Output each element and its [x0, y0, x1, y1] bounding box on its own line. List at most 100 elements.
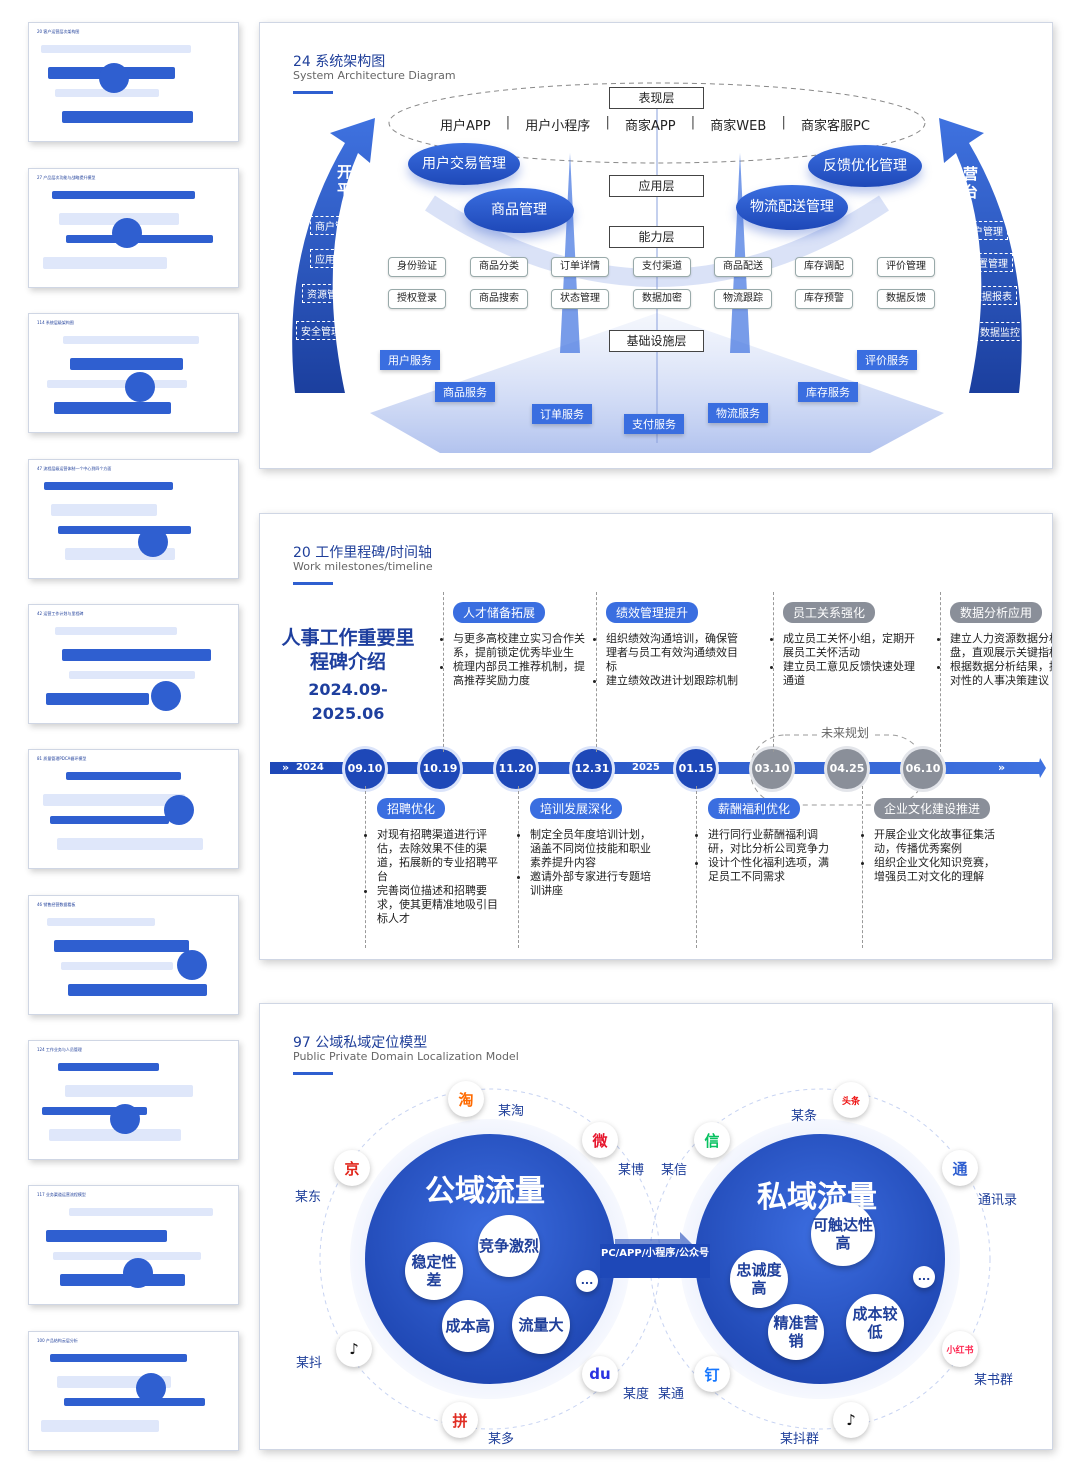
thumb-block [58, 1063, 159, 1071]
thumb-block [61, 962, 173, 970]
slide-thumbnail[interactable]: 47 流程层级运营体制一个中心到四个方面 [28, 459, 239, 579]
slide-thumbnail[interactable]: 46 销售经营数据看板 [28, 895, 239, 1015]
thumb-block [50, 816, 169, 824]
bottom-bullet: 进行同行业薪酬福利调研，对比分析公司竞争力 [708, 828, 834, 856]
thumb-block [57, 838, 203, 850]
module-3: 支付渠道 [633, 257, 691, 277]
contacts-icon[interactable]: 通 [942, 1150, 978, 1186]
slide-thumbnail[interactable]: 42 运营工作计划与里程碑 [28, 604, 239, 724]
channel-bridge: PC/APP/小程序/公众号 [600, 1244, 710, 1278]
bottom-tag-2: 薪酬福利优化 [708, 798, 800, 819]
thumb-block [47, 918, 155, 926]
thumb-block [55, 627, 177, 635]
thumbnail-title: 46 销售经营数据看板 [37, 902, 75, 908]
bottom-bullet: 组织企业文化知识竞赛，增强员工对文化的理解 [874, 856, 1000, 884]
top-bullet: 梳理内部员工推荐机制，提高推荐奖励力度 [453, 660, 589, 688]
right-side-item-1: 配置管理 [963, 253, 1013, 272]
service-2: 订单服务 [532, 404, 592, 424]
thumbnail-title: 114 系统层级架构图 [37, 320, 74, 326]
domain-circles [260, 1004, 1053, 1450]
thumbnail-title: 100 产品结构云层分析 [37, 1338, 78, 1344]
thumb-block [62, 649, 211, 661]
thumbnail-title: 117 业务渠道运营流程模型 [37, 1192, 86, 1198]
private-app-label-2: 通讯录 [978, 1189, 1017, 1208]
module-8: 商品搜索 [470, 289, 528, 309]
bottom-text-1: 制定全员年度培训计划，涵盖不同岗位技能和职业素养提升内容邀请外部专家进行专题培训… [516, 828, 656, 898]
private-app-label-1: 某信 [661, 1159, 687, 1178]
private-app-label-3: 某书群 [974, 1369, 1013, 1388]
xhs-icon[interactable]: 小红书 [942, 1331, 978, 1367]
timeline-slide[interactable]: 20 工作里程碑/时间轴 Work milestones/timeline 人事… [259, 513, 1053, 960]
slide-thumbnail[interactable]: 81 质量管理PDCA循环模型 [28, 749, 239, 869]
thumb-block [47, 380, 187, 388]
timeline-node-0: 09.10 [345, 749, 385, 789]
left-side-item-2: 资源管理 [302, 284, 352, 303]
thumb-block [66, 772, 181, 780]
thumbnail-title: 20 客户运营层次架构图 [37, 29, 79, 35]
public-title: 公域流量 [425, 1166, 545, 1210]
slide-thumbnail[interactable]: 117 业务渠道运营流程模型 [28, 1185, 239, 1305]
slide-thumbnail[interactable]: 20 客户运营层次架构图 [28, 22, 239, 142]
architecture-slide[interactable]: 24 系统架构图 System Architecture Diagram 表现层… [259, 22, 1053, 469]
right-side-item-3: 数据监控 [975, 322, 1025, 341]
top-bullet: 成立员工关怀小组，定期开展员工关怀活动 [783, 632, 919, 660]
pill-logistics: 物流配送管理 [736, 185, 848, 230]
layer-presentation: 表现层 [609, 87, 704, 109]
timeline-node-7: 06.10 [903, 749, 943, 789]
toutiao-icon[interactable]: 头条 [833, 1082, 869, 1118]
slide-thumbnail[interactable]: 124 工作业务与人员管理 [28, 1040, 239, 1160]
jd-icon[interactable]: 京 [334, 1150, 370, 1186]
more-indicator-0: ... [576, 1270, 598, 1292]
frontend-item: 商家APP [625, 115, 676, 135]
thumb-block [68, 984, 207, 996]
thumb-block [69, 671, 195, 679]
slide-thumbnail[interactable]: 100 产品结构云层分析 [28, 1331, 239, 1451]
thumb-accent [112, 218, 142, 248]
frontend-item: 商家WEB [710, 115, 766, 135]
slide-thumbnail[interactable]: 114 系统层级架构图 [28, 313, 239, 433]
year-start: 2024 [296, 762, 324, 773]
thumb-block [50, 1354, 187, 1362]
module-10: 数据加密 [633, 289, 691, 309]
frontend-item: 用户APP [440, 115, 491, 135]
top-tag-3: 数据分析应用 [950, 602, 1042, 623]
thumb-block [52, 191, 195, 199]
thumb-block [64, 1398, 205, 1406]
public-trait-1: 稳定性差 [405, 1242, 463, 1300]
thumb-accent [177, 950, 207, 980]
thumb-accent [164, 795, 194, 825]
thumb-block [46, 1230, 167, 1242]
frontend-list: 用户APP|用户小程序|商家APP|商家WEB|商家客服PC [440, 115, 870, 135]
service-1: 商品服务 [435, 382, 495, 402]
left-side-item-1: 应用管理 [310, 249, 360, 268]
service-6: 评价服务 [857, 350, 917, 370]
left-side-title: 开放 平台 [337, 163, 367, 199]
douyin-icon[interactable]: ♪ [336, 1331, 372, 1367]
baidu-icon[interactable]: du [582, 1356, 618, 1392]
bottom-bullet: 完善岗位描述和招聘要求，使其更精准地吸引目标人才 [377, 884, 503, 926]
douyin-icon[interactable]: ♪ [833, 1402, 869, 1438]
public-app-label-5: 某多 [488, 1428, 514, 1447]
pdd-icon[interactable]: 拼 [442, 1402, 478, 1438]
bottom-text-3: 开展企业文化故事征集活动，传播优秀案例组织企业文化知识竞赛，增强员工对文化的理解 [860, 828, 1000, 884]
private-trait-2: 精准营销 [768, 1304, 824, 1360]
module-5: 库存调配 [795, 257, 853, 277]
top-bullet: 建立人力资源数据分析仪表盘，直观展示关键指标 [950, 632, 1053, 660]
private-trait-3: 成本较低 [846, 1294, 904, 1352]
thumb-block [65, 1085, 193, 1097]
top-tag-0: 人才储备拓展 [453, 602, 545, 623]
weibo-icon[interactable]: 微 [582, 1122, 618, 1158]
timeline-node-6: 04.25 [827, 749, 867, 789]
private-trait-1: 忠诚度高 [730, 1250, 788, 1308]
domain-model-slide[interactable]: 97 公域私域定位模型 Public Private Domain Locali… [259, 1003, 1053, 1450]
future-label: 未来规划 [818, 724, 872, 741]
module-4: 商品配送 [714, 257, 772, 277]
slide-thumbnail[interactable]: 27 产品层次功能与战略提升模型 [28, 168, 239, 288]
thumb-accent [151, 681, 181, 711]
dingtalk-icon[interactable]: 钉 [694, 1356, 730, 1392]
service-4: 物流服务 [708, 403, 768, 423]
service-5: 库存服务 [798, 382, 858, 402]
taobao-icon[interactable]: 淘 [448, 1081, 484, 1117]
bottom-tag-0: 招聘优化 [377, 798, 445, 819]
wechat-icon[interactable]: 信 [694, 1122, 730, 1158]
